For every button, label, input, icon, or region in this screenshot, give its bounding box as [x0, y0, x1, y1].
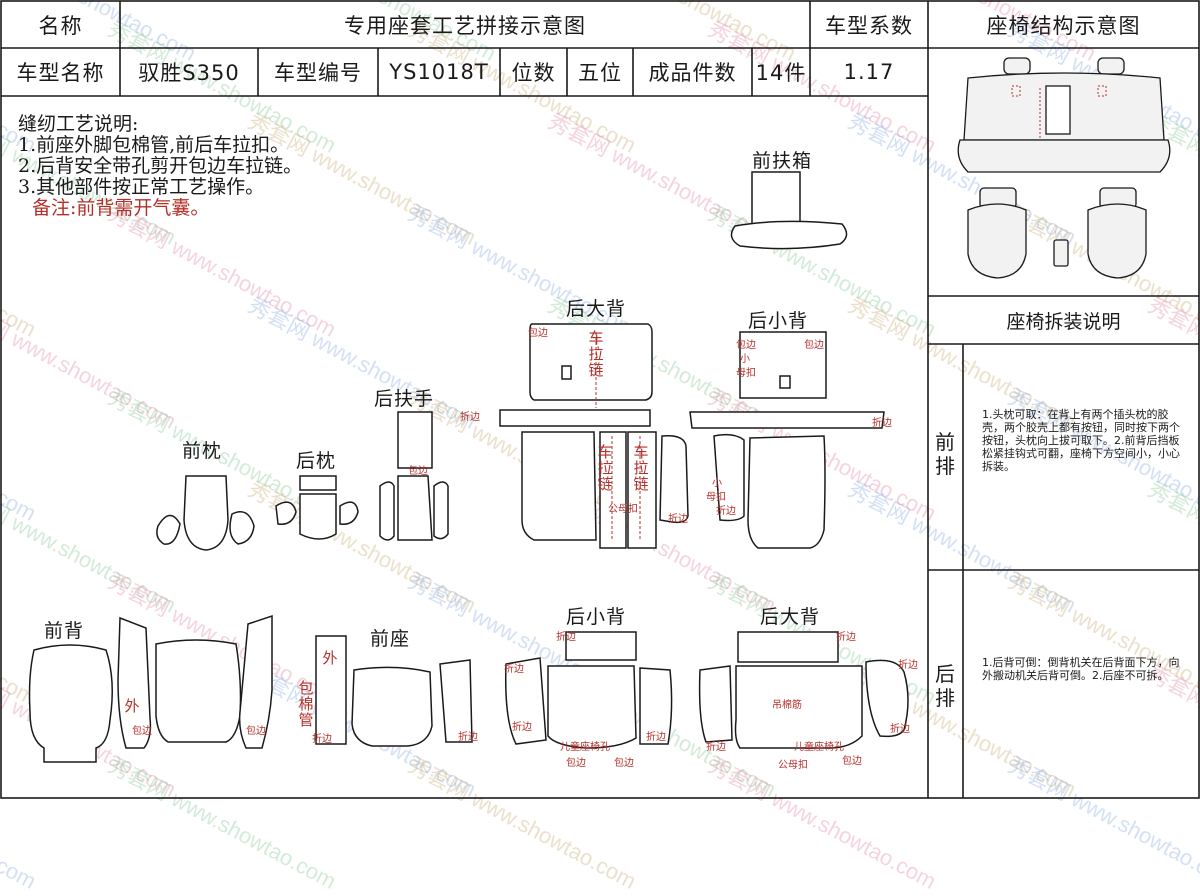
- rear-big-back-bottom-piece: [698, 631, 909, 749]
- note-outer: 外: [322, 649, 338, 667]
- model-no: YS1018T: [389, 60, 489, 84]
- note-binding-2: 包边: [736, 340, 756, 351]
- note-binding-6: 包边: [246, 726, 266, 737]
- note-mother-buckle-2: 母扣: [706, 492, 726, 503]
- note-zipper-2: 车拉链: [597, 443, 613, 493]
- note-small-2: 小: [712, 478, 722, 489]
- seats-value: 五位: [578, 61, 622, 85]
- note-hang-tube: 吊棉筋: [772, 700, 802, 712]
- sewing-notes: 缝纫工艺说明: 1.前座外脚包棉管,前后车拉扣。 2.后背安全带孔剪开包边车拉链…: [18, 114, 302, 219]
- note-fold: 折边: [460, 412, 480, 423]
- rear-armrest-piece: [379, 411, 449, 541]
- note-fold-10: 折边: [646, 732, 666, 743]
- front-row-instructions: 1.头枕可取：在背上有两个插头枕的胶壳，两个胶壳上都有按钮，同时按下两个按钮，头…: [982, 408, 1180, 473]
- coef-value: 1.17: [843, 60, 895, 84]
- label-front-back: 前背: [44, 620, 85, 642]
- note-binding: 包边: [528, 328, 548, 339]
- note-male-female-2: 公母扣: [778, 760, 808, 771]
- rear-pillow-piece: [275, 475, 359, 540]
- pattern-pieces: [28, 171, 909, 763]
- front-row-label: 前排: [935, 430, 955, 478]
- note-binding-4: 包边: [408, 466, 428, 477]
- label-front-pillow: 前枕: [182, 440, 223, 462]
- note-binding-9: 包边: [842, 756, 862, 767]
- note-fold-7: 折边: [556, 632, 576, 643]
- sheet-title: 专用座套工艺拼接示意图: [344, 13, 586, 38]
- rear-small-back-bottom-piece: [504, 631, 673, 749]
- front-armbox-piece: [730, 171, 848, 250]
- front-seat-piece: [315, 635, 473, 747]
- disassembly-title: 座椅拆装说明: [1006, 310, 1121, 333]
- notes-title: 缝纫工艺说明:: [18, 113, 139, 135]
- label-rear-pillow: 后枕: [296, 450, 337, 472]
- note-wrap-tube: 包棉管: [298, 679, 314, 729]
- note-fold-9: 折边: [512, 722, 532, 733]
- coef-label: 车型系数: [825, 13, 913, 38]
- note-child-seat: 儿童座椅孔: [560, 742, 610, 753]
- note-mother-buckle: 母扣: [736, 368, 756, 379]
- note-fold-12: 折边: [898, 660, 918, 671]
- model-no-label: 车型编号: [274, 61, 362, 85]
- note-fold-6: 折边: [458, 732, 478, 743]
- note-binding-7: 包边: [566, 758, 586, 769]
- note-fold-14: 折边: [890, 724, 910, 735]
- rear-row-label: 后排: [935, 662, 955, 710]
- notes-line-3: 3.其他部件按正常工艺操作。: [18, 176, 265, 198]
- notes-line-2: 2.后背安全带孔剪开包边车拉链。: [18, 155, 303, 177]
- model-name-label: 车型名称: [16, 61, 105, 85]
- note-fold-8: 折边: [504, 664, 524, 675]
- model-name: 驭胜S350: [138, 61, 240, 85]
- note-zipper: 车拉链: [588, 329, 604, 379]
- pieces-value: 14件: [755, 61, 807, 85]
- seats-label: 位数: [511, 61, 556, 85]
- notes-line-1: 1.前座外脚包棉管,前后车拉扣。: [18, 134, 290, 156]
- note-fold-13: 折边: [706, 742, 726, 753]
- label-rear-small-back-bottom: 后小背: [566, 606, 627, 628]
- note-binding-3: 包边: [804, 340, 824, 351]
- name-label: 名称: [38, 13, 83, 38]
- front-pillow-piece: [156, 475, 255, 551]
- label-rear-small-back-top: 后小背: [748, 310, 809, 332]
- note-binding-8: 包边: [614, 758, 634, 769]
- label-front-armbox: 前扶箱: [752, 150, 813, 172]
- note-small: 小: [740, 354, 750, 365]
- note-binding-5: 包边: [132, 726, 152, 737]
- note-outer-2: 外: [124, 697, 140, 715]
- label-front-seat: 前座: [370, 628, 411, 650]
- note-fold-3: 折边: [716, 506, 736, 517]
- struct-title: 座椅结构示意图: [986, 13, 1141, 38]
- pieces-label: 成品件数: [648, 61, 737, 85]
- note-fold-5: 折边: [312, 734, 332, 745]
- notes-remark: 备注:前背需开气囊。: [32, 197, 210, 219]
- note-fold-4: 折边: [668, 514, 688, 525]
- note-fold-2: 折边: [872, 418, 892, 429]
- note-zipper-3: 车拉链: [633, 443, 649, 493]
- label-rear-armrest: 后扶手: [374, 388, 435, 410]
- note-male-female: 公母扣: [608, 504, 638, 515]
- note-fold-11: 折边: [836, 632, 856, 643]
- rear-small-back-top-piece: [689, 331, 885, 549]
- label-rear-big-back-top: 后大背: [566, 298, 627, 320]
- table-grid: [0, 0, 1200, 799]
- rear-big-back-top-piece: [499, 323, 689, 549]
- label-rear-big-back-bottom: 后大背: [760, 606, 821, 628]
- note-child-seat-2: 儿童座椅孔: [794, 742, 844, 753]
- front-back-piece: [28, 614, 273, 763]
- seat-structure-diagram: [957, 57, 1171, 279]
- rear-row-instructions: 1.后背可倒：倒背机关在后背面下方，向外搬动机关后背可倒。2.后座不可拆。: [982, 656, 1180, 682]
